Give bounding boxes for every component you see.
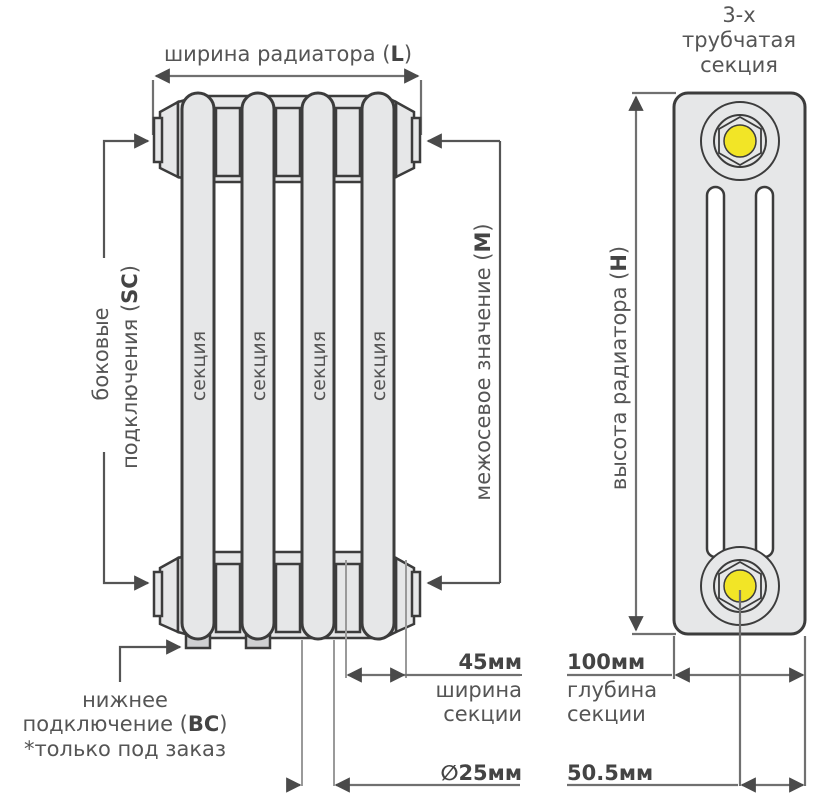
center-distance-bracket [426,133,502,591]
fitting-plug-icon [723,124,757,158]
section-width-value: 45мм [458,650,522,674]
side-connections-label: боковые [89,307,113,400]
section-width-label: ширина [436,678,522,702]
radiator-front-view: секция секция секция секция [152,91,422,650]
bottom-connection-pointer [118,639,182,682]
radiator-side-view [672,91,807,636]
tube-type-label: трубчатая [682,28,796,52]
section-tube: секция [300,91,336,641]
top-manifold [152,94,422,640]
bottom-fitting [700,546,780,626]
radiator-height-dimension [628,91,676,636]
bottom-connection-label: подключение (BC) [23,712,228,736]
svg-text:секция: секция [368,331,390,401]
bottom-connection-label: нижнее [82,688,168,712]
slot [754,185,775,559]
tube-diameter-value: ∅25мм [440,761,522,785]
tube-diameter-dimension [286,640,520,793]
side-connections-bracket [102,133,150,591]
section-depth-label: глубина [567,678,657,702]
tube-type-label: 3-х [722,3,755,27]
center-distance-label: межосевое значение (M) [471,223,495,500]
bottom-connection-note: *только под заказ [24,737,226,761]
offset-dimension [567,590,805,793]
svg-text:секция: секция [188,331,210,401]
slot [705,185,726,559]
svg-text:секция: секция [308,331,330,401]
radiator-width-label: ширина радиатора (L) [164,42,412,66]
section-depth-label: секции [567,702,646,726]
svg-text:секция: секция [248,331,270,401]
section-tube: секция [240,91,276,641]
side-connections-label: подключения (SC) [118,265,142,469]
offset-value: 50.5мм [567,761,653,785]
top-fitting [700,101,780,181]
radiator-height-label: высота радиатора (H) [607,246,631,490]
section-depth-value: 100мм [567,650,645,674]
section-tube: секция [360,91,396,641]
tube-type-label: секция [700,53,778,77]
section-tube: секция [180,91,216,641]
section-width-label: секции [443,702,522,726]
